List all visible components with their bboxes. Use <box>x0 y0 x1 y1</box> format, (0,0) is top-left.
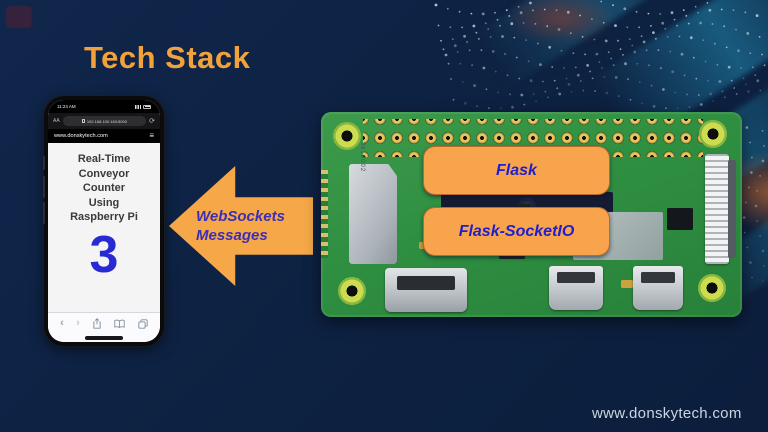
reader-button: AA <box>53 118 60 124</box>
phone-screen: 11:24 AM AA 192.168.100.163:5000 ⟳ www.d… <box>48 100 160 342</box>
counter-value: 3 <box>89 225 119 284</box>
heading-line: Conveyor <box>78 167 130 180</box>
corner-red-shape <box>6 6 32 28</box>
phone-side-button <box>42 156 45 170</box>
camera-connector-clip <box>728 160 736 258</box>
bookmarks-icon <box>114 319 126 328</box>
battery-icon <box>143 104 151 109</box>
phone-mockup: 11:24 AM AA 192.168.100.163:5000 ⟳ www.d… <box>42 96 164 346</box>
phone-notch <box>80 100 128 108</box>
microsd-slot <box>349 164 397 264</box>
mounting-hole <box>337 276 367 306</box>
heading-line: Counter <box>82 182 126 195</box>
home-indicator-row <box>48 334 160 342</box>
usb-slot <box>641 272 675 283</box>
mounting-hole <box>332 121 362 151</box>
micro-usb-port <box>549 266 603 310</box>
site-title: www.donskytech.com <box>54 133 108 139</box>
phone-side-button <box>42 202 45 224</box>
browser-url-bar: AA 192.168.100.163:5000 ⟳ <box>48 113 160 129</box>
refresh-icon: ⟳ <box>149 117 155 125</box>
sd-card-label: 3618002 <box>359 141 366 173</box>
flask-socketio-label: Flask-SocketIO <box>423 207 610 256</box>
arrow-label-line: WebSockets <box>196 207 285 225</box>
watermark: www.donskytech.com <box>592 405 742 422</box>
page-content: Real-Time Conveyor Counter Using Raspber… <box>48 143 160 312</box>
red-glow <box>505 0 615 44</box>
back-icon: ‹ <box>60 317 64 329</box>
status-time: 11:24 AM <box>57 104 76 109</box>
smd-component <box>667 208 693 230</box>
camera-connector <box>705 154 729 264</box>
page-title: Tech Stack <box>84 40 251 75</box>
mini-hdmi-port <box>385 268 467 312</box>
heading-line: Real-Time <box>77 153 131 165</box>
forward-icon: › <box>76 317 80 329</box>
smd-component <box>621 280 633 288</box>
mounting-hole <box>698 119 728 149</box>
arrow-label: WebSockets Messages <box>196 166 314 286</box>
tabs-icon <box>138 318 148 329</box>
url-field: 192.168.100.163:5000 <box>62 116 147 126</box>
phone-side-button <box>42 176 45 198</box>
heading-line: Raspberry Pi <box>70 211 138 224</box>
share-icon <box>93 318 101 329</box>
status-icons <box>135 104 151 109</box>
home-indicator <box>85 336 123 340</box>
flask-label: Flask <box>423 146 610 195</box>
lock-icon <box>81 119 85 123</box>
browser-toolbar: ‹ › <box>48 312 160 334</box>
micro-usb-power-port <box>633 266 683 310</box>
usb-slot <box>557 272 595 283</box>
sd-slot-pins <box>321 170 328 258</box>
arrow-label-line: Messages <box>196 227 268 244</box>
url-text: 192.168.100.163:5000 <box>86 118 127 124</box>
mounting-hole <box>697 273 727 303</box>
site-title-bar: www.donskytech.com ≡ <box>48 129 160 143</box>
signal-icon <box>135 104 141 109</box>
hamburger-menu-icon: ≡ <box>149 131 154 140</box>
heading-line: Using <box>88 196 120 209</box>
hdmi-slot <box>397 276 455 290</box>
